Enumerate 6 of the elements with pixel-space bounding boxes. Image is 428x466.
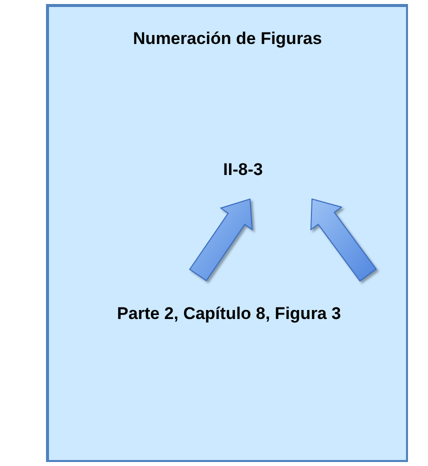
block-arrow bbox=[189, 198, 253, 282]
block-arrow bbox=[310, 198, 377, 282]
panel-title: Numeración de Figuras bbox=[132, 29, 323, 49]
figure-number: II-8-3 bbox=[223, 160, 263, 180]
number-explanation: Parte 2, Capítulo 8, Figura 3 bbox=[117, 304, 341, 324]
panel-box bbox=[46, 4, 408, 462]
